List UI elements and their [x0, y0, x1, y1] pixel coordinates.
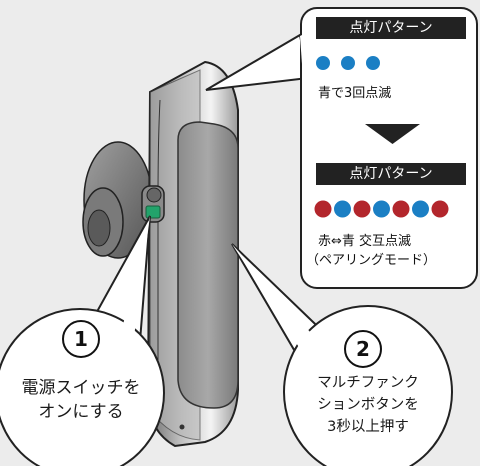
blue-led-dot: [334, 200, 351, 218]
step-1-line1: 電源スイッチを: [21, 378, 141, 398]
blue-led-dot: [366, 56, 380, 70]
blink-dots-blue: [316, 56, 380, 70]
step-2-line2: ションボタンを: [317, 397, 419, 413]
step-2-line3: 3秒以上押す: [327, 419, 409, 435]
step-number-1: 1: [62, 320, 100, 358]
red-led-dot: [353, 200, 371, 218]
pattern-caption-2-line2: （ペアリングモード）: [306, 253, 437, 268]
step-1-line2: オンにする: [38, 402, 124, 422]
callout-right: [231, 243, 453, 466]
step-2-line1: マルチファンク: [317, 375, 419, 391]
red-led-dot: [431, 200, 449, 218]
multifunction-button[interactable]: [177, 121, 239, 409]
blue-led-dot: [341, 56, 355, 70]
power-switch[interactable]: [141, 185, 165, 223]
step-2-text: マルチファンク ションボタンを 3秒以上押す: [296, 372, 440, 438]
red-led-dot: [314, 200, 332, 218]
pattern-caption-1: 青で3回点滅: [318, 86, 392, 101]
bubble-tail: [205, 33, 310, 91]
red-led-dot: [392, 200, 410, 218]
blue-led-dot: [316, 56, 330, 70]
blink-dots-alternating: [314, 200, 449, 218]
switch-led: [145, 205, 161, 219]
step-number-2: 2: [344, 330, 382, 368]
pattern-header-2: 点灯パターン: [316, 163, 466, 185]
pattern-header-1: 点灯パターン: [316, 17, 466, 39]
step-1-text: 電源スイッチを オンにする: [8, 376, 154, 424]
info-panel: [300, 7, 478, 289]
down-arrow-icon: [365, 124, 420, 144]
pattern-caption-2-line1: 赤⇔青 交互点滅: [318, 234, 412, 249]
blue-led-dot: [412, 200, 429, 218]
blue-led-dot: [373, 200, 390, 218]
earpiece: [82, 141, 153, 259]
